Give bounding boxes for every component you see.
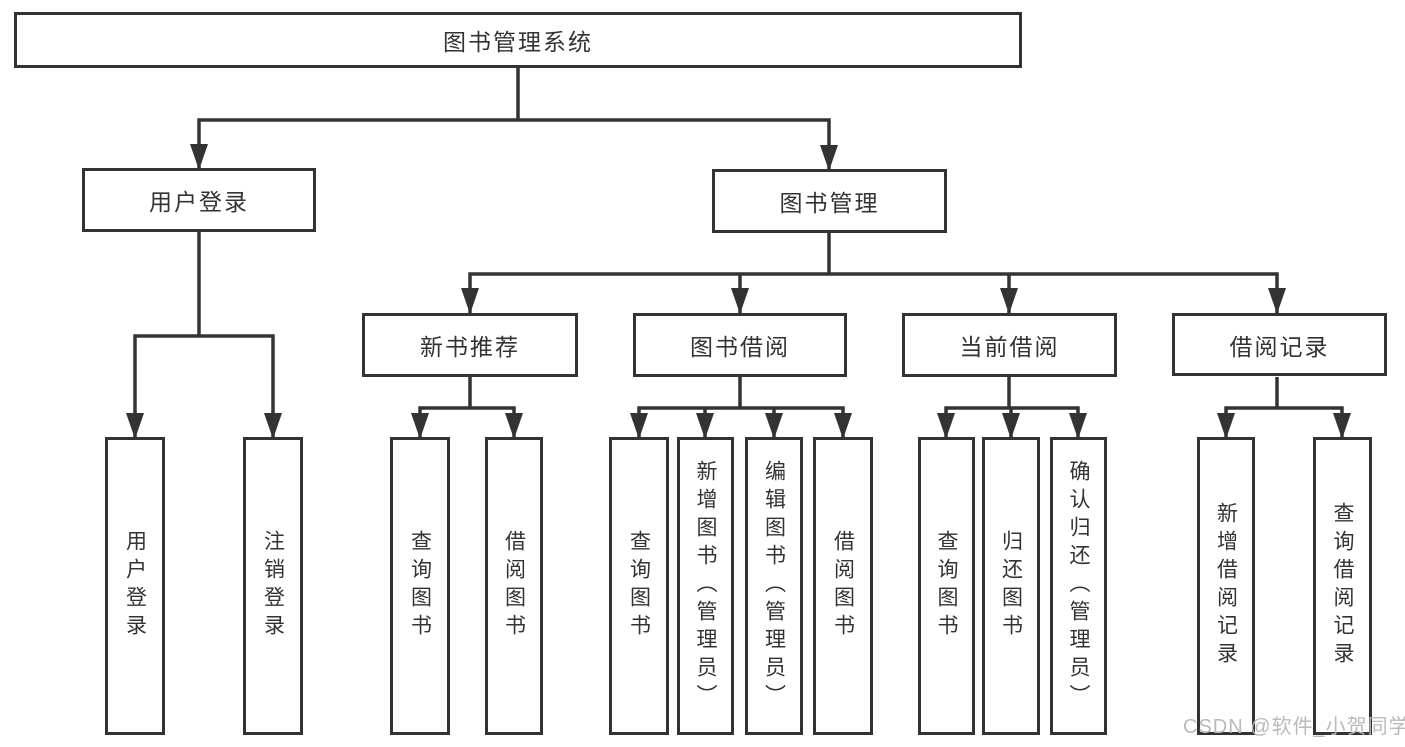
arrowhead-icon <box>505 413 523 439</box>
leaf-query-books-borrowing: 查询图书 <box>609 437 669 735</box>
arrowhead-icon <box>411 413 429 439</box>
leaf-borrow-books-borrowing: 借阅图书 <box>813 437 873 735</box>
arrowhead-icon <box>1002 413 1020 439</box>
node-book-management: 图书管理 <box>712 169 947 233</box>
arrowhead-icon <box>731 288 749 314</box>
arrowhead-icon <box>937 413 955 439</box>
leaf-logout-login: 注销登录 <box>243 437 303 735</box>
arrowhead-icon <box>1069 413 1087 439</box>
leaf-edit-book-admin: 编辑图书（管理员） <box>745 437 803 735</box>
arrowhead-icon <box>1000 288 1018 314</box>
leaf-return-books: 归还图书 <box>982 437 1040 735</box>
arrowhead-icon <box>820 145 838 171</box>
leaf-borrow-books-recommend: 借阅图书 <box>485 437 543 735</box>
connector-newbook-bus <box>418 406 516 439</box>
arrowhead-icon <box>1217 413 1235 439</box>
leaf-query-books-current: 查询图书 <box>918 437 975 735</box>
leaf-query-borrow-record: 查询借阅记录 <box>1313 437 1372 735</box>
node-new-book-recommendation: 新书推荐 <box>362 313 578 377</box>
connector-bookmgmt-bus <box>468 272 1279 314</box>
csdn-watermark: CSDN @软件_小贺同学 <box>1183 716 1405 738</box>
leaf-user-login: 用户登录 <box>105 437 165 735</box>
node-library-management-system: 图书管理系统 <box>14 12 1022 68</box>
connector-records-bus <box>1224 406 1344 439</box>
arrowhead-icon <box>264 413 282 439</box>
node-borrowing-records: 借阅记录 <box>1172 313 1387 376</box>
arrowhead-icon <box>461 288 479 314</box>
leaf-query-books-recommend: 查询图书 <box>390 437 450 735</box>
leaf-add-book-admin: 新增图书（管理员） <box>677 437 734 735</box>
arrowhead-icon <box>1268 288 1286 314</box>
arrowhead-icon <box>834 413 852 439</box>
connector-userlogin-bus <box>133 334 275 439</box>
connector-root-bus <box>197 118 831 171</box>
leaf-confirm-return-admin: 确认归还（管理员） <box>1050 437 1107 735</box>
arrowhead-icon <box>630 413 648 439</box>
node-book-borrowing: 图书借阅 <box>633 313 847 377</box>
connector-borrow-bus <box>637 406 845 439</box>
arrowhead-icon <box>190 144 208 170</box>
arrowhead-icon <box>696 413 714 439</box>
node-current-borrowing: 当前借阅 <box>902 313 1117 377</box>
leaf-add-borrow-record: 新增借阅记录 <box>1197 437 1255 735</box>
arrowhead-icon <box>1333 413 1351 439</box>
arrowhead-icon <box>765 413 783 439</box>
node-user-login: 用户登录 <box>82 168 316 232</box>
arrowhead-icon <box>126 413 144 439</box>
